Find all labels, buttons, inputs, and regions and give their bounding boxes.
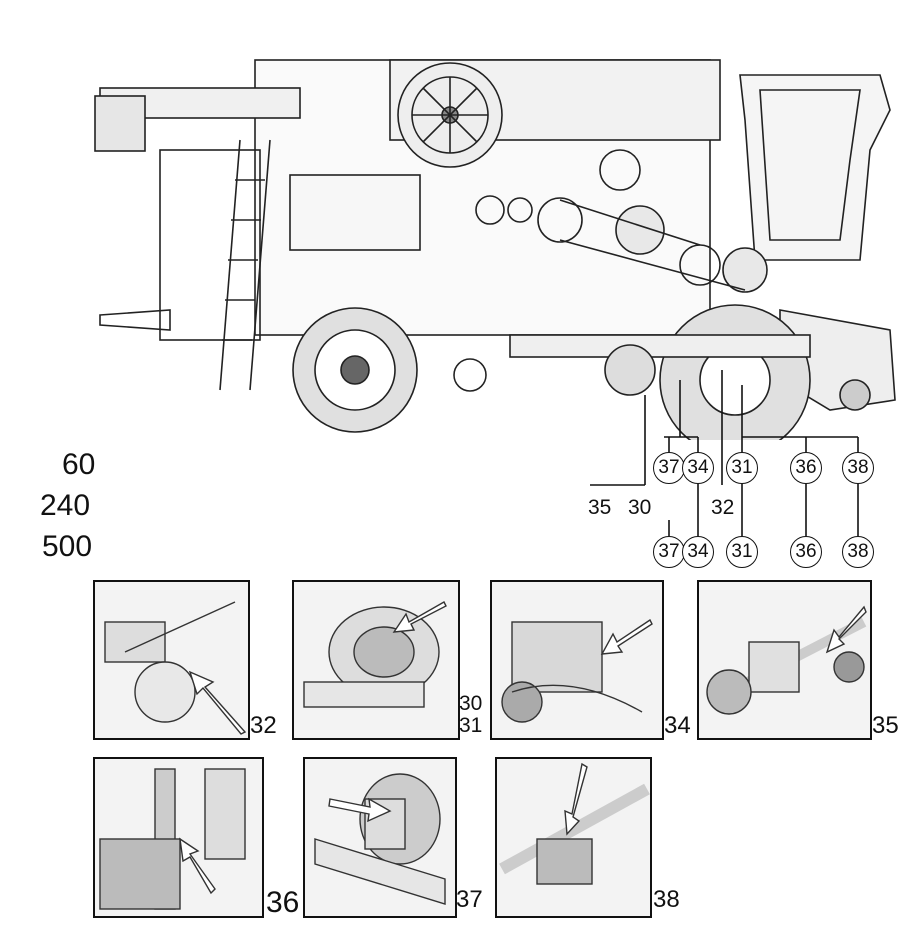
detail-label-35: 35 xyxy=(872,712,899,739)
callout-36-lower: 36 xyxy=(790,536,822,568)
detail-label-31: 31 xyxy=(459,714,483,737)
detail-label-36: 36 xyxy=(266,886,300,919)
callout-37-upper: 37 xyxy=(653,452,685,484)
callout-32: 32 xyxy=(711,496,735,519)
callout-37-lower: 37 xyxy=(653,536,685,568)
detail-photo-36 xyxy=(93,757,264,918)
callout-34-upper: 34 xyxy=(682,452,714,484)
service-hours-60: 60 xyxy=(62,448,96,481)
detail-label-32: 32 xyxy=(250,712,277,739)
service-hours-500: 500 xyxy=(42,530,93,563)
detail-photo-38 xyxy=(495,757,652,918)
callout-30: 30 xyxy=(628,496,652,519)
callout-36-upper: 36 xyxy=(790,452,822,484)
callout-34-lower: 34 xyxy=(682,536,714,568)
detail-photo-34 xyxy=(490,580,664,740)
detail-label-37: 37 xyxy=(456,886,483,913)
combine-harvester-illustration xyxy=(94,59,896,440)
callout-38-upper: 38 xyxy=(842,452,874,484)
detail-label-38: 38 xyxy=(653,886,680,913)
detail-photo-35 xyxy=(697,580,872,740)
detail-photo-32 xyxy=(93,580,250,740)
callout-35: 35 xyxy=(588,496,612,519)
detail-photo-37 xyxy=(303,757,457,918)
detail-label-34: 34 xyxy=(664,712,691,739)
service-hours-240: 240 xyxy=(40,489,91,522)
callout-38-lower: 38 xyxy=(842,536,874,568)
callout-31-lower: 31 xyxy=(726,536,758,568)
callout-31-upper: 31 xyxy=(726,452,758,484)
detail-label-30: 30 xyxy=(459,692,483,715)
detail-photo-30-31 xyxy=(292,580,460,740)
